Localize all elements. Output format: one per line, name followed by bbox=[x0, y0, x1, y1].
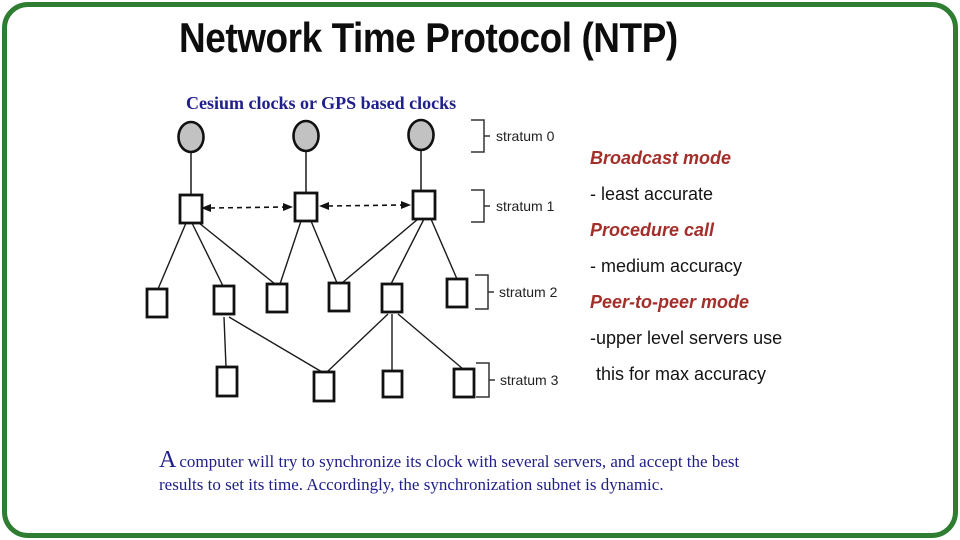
arrowhead-left-icon bbox=[201, 204, 211, 212]
peer-to-peer-heading: Peer-to-peer mode bbox=[590, 292, 750, 312]
bracket-icon bbox=[471, 119, 490, 153]
mode-notes-panel: Broadcast mode - least accurate Procedur… bbox=[590, 148, 920, 400]
dashed-arrow-line bbox=[209, 206, 286, 209]
peer-to-peer-note-2: this for max accuracy bbox=[596, 364, 767, 384]
edge-line bbox=[223, 316, 227, 368]
clock-node bbox=[407, 118, 435, 152]
edge-line bbox=[198, 222, 276, 285]
bracket-icon bbox=[476, 362, 495, 398]
server-node bbox=[212, 284, 236, 316]
broadcast-mode-note: - least accurate bbox=[590, 184, 714, 204]
edge-line bbox=[310, 220, 338, 284]
procedure-call-note: - medium accuracy bbox=[590, 256, 743, 276]
dashed-arrow-line bbox=[327, 204, 403, 207]
stratum3-label: stratum 3 bbox=[500, 372, 559, 388]
edge-line bbox=[430, 218, 458, 280]
clock-node bbox=[177, 120, 205, 154]
edges-stratum1-to-2 bbox=[157, 218, 458, 290]
arrowhead-right-icon bbox=[283, 203, 293, 211]
summary-lead-capital: A bbox=[159, 447, 177, 473]
edge-line bbox=[390, 218, 425, 285]
stratum3-server-nodes bbox=[215, 365, 476, 403]
server-node bbox=[327, 281, 351, 313]
stratum1-label: stratum 1 bbox=[496, 198, 555, 214]
clock-node bbox=[292, 119, 320, 153]
edge-line bbox=[228, 316, 323, 373]
stratum2-server-nodes bbox=[145, 277, 469, 319]
arrowhead-left-icon bbox=[319, 202, 329, 210]
server-node bbox=[452, 367, 476, 399]
stratum0-clock-nodes bbox=[177, 118, 435, 154]
server-node bbox=[265, 282, 289, 314]
server-node bbox=[312, 370, 336, 403]
server-node bbox=[445, 277, 469, 309]
server-node bbox=[380, 282, 404, 314]
summary-line-1: computer will try to synchronize its clo… bbox=[179, 452, 740, 471]
server-node bbox=[178, 193, 204, 225]
subtitle-cesium-clocks: Cesium clocks or GPS based clocks bbox=[186, 93, 457, 113]
edge-line bbox=[341, 218, 419, 284]
stratum2-label: stratum 2 bbox=[499, 284, 558, 300]
server-node bbox=[293, 191, 319, 223]
peer-sync-arrows bbox=[201, 201, 411, 212]
bracket-icon bbox=[475, 274, 494, 310]
edge-line bbox=[326, 313, 389, 373]
arrowhead-right-icon bbox=[401, 201, 411, 209]
server-node bbox=[411, 189, 437, 221]
edge-line bbox=[157, 222, 187, 290]
broadcast-mode-heading: Broadcast mode bbox=[590, 148, 732, 168]
stratum1-server-nodes bbox=[178, 189, 437, 225]
edges-stratum0-to-1 bbox=[190, 150, 422, 195]
procedure-call-heading: Procedure call bbox=[590, 220, 715, 240]
stratum-brackets bbox=[471, 119, 495, 398]
bracket-icon bbox=[471, 189, 490, 223]
edge-line bbox=[397, 313, 464, 370]
edge-line bbox=[191, 222, 224, 287]
peer-to-peer-note-1: -upper level servers use bbox=[590, 328, 783, 348]
edge-line bbox=[279, 220, 302, 285]
stratum0-label: stratum 0 bbox=[496, 128, 555, 144]
edges-stratum2-to-3 bbox=[223, 313, 464, 373]
server-node bbox=[381, 369, 404, 399]
server-node bbox=[145, 287, 169, 319]
server-node bbox=[215, 365, 239, 398]
page-title: Network Time Protocol (NTP) bbox=[179, 14, 678, 61]
summary-line-2: results to set its time. Accordingly, th… bbox=[159, 475, 664, 494]
